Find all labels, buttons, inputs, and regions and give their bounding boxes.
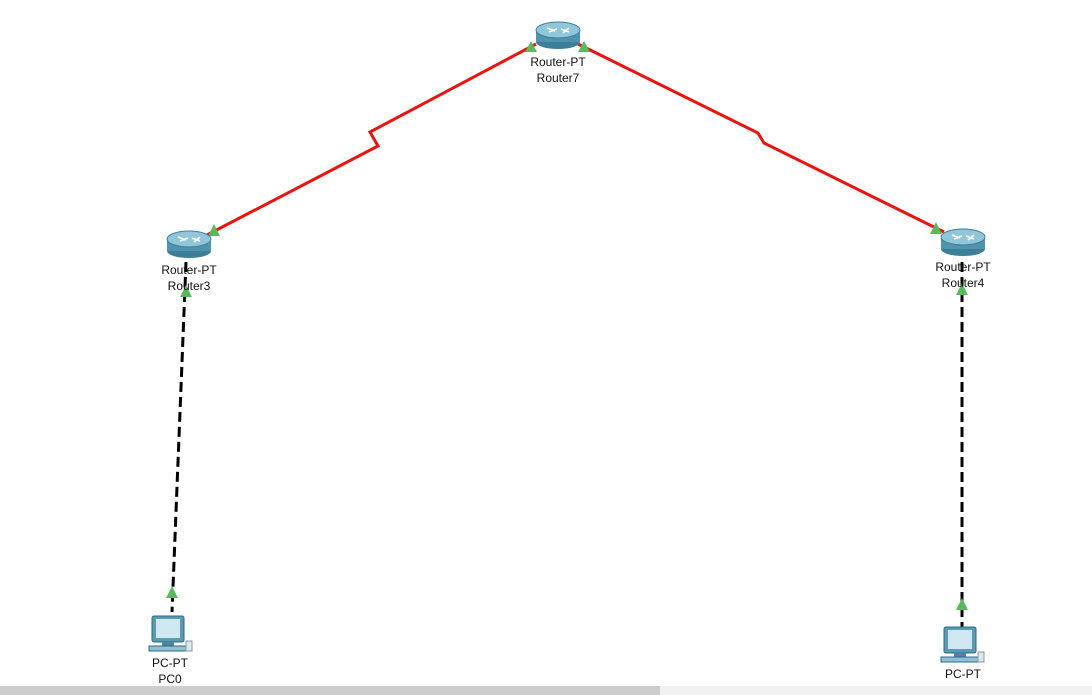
device-name-label: PC0 — [158, 672, 182, 686]
device-model-label: Router-PT — [530, 55, 586, 69]
device-name-label: Router3 — [167, 279, 211, 293]
device-model-label: PC-PT — [152, 656, 188, 670]
pc-icon — [940, 626, 985, 663]
device-pc1[interactable] — [940, 626, 986, 664]
link-up-indicator — [208, 224, 220, 236]
serial-link-router7-router4[interactable] — [577, 42, 945, 234]
scrollbar-thumb[interactable] — [0, 686, 660, 695]
link-up-indicator — [578, 41, 590, 52]
router-icon — [535, 21, 581, 49]
link-up-indicator — [956, 598, 968, 610]
serial-link-router7-router3[interactable] — [204, 42, 537, 238]
link-up-indicator — [930, 222, 942, 234]
device-router3[interactable] — [166, 229, 212, 259]
device-model-label: Router-PT — [161, 263, 217, 277]
link-up-indicator — [525, 41, 537, 52]
device-name-label: Router4 — [941, 276, 985, 290]
device-pc0[interactable] — [148, 615, 194, 653]
link-up-indicator — [180, 285, 192, 297]
router-icon — [940, 228, 986, 256]
pc-icon — [148, 615, 193, 652]
router-icon — [166, 230, 212, 258]
link-up-indicator — [956, 283, 968, 295]
device-name-label: Router7 — [536, 71, 580, 85]
link-up-indicator — [166, 586, 178, 598]
device-router4[interactable] — [940, 227, 986, 257]
device-model-label: PC-PT — [945, 667, 981, 681]
device-model-label: Router-PT — [935, 260, 991, 274]
copper-link-router3-pc0[interactable] — [170, 261, 188, 613]
horizontal-scrollbar[interactable] — [0, 686, 1092, 695]
device-router7[interactable] — [535, 20, 581, 50]
